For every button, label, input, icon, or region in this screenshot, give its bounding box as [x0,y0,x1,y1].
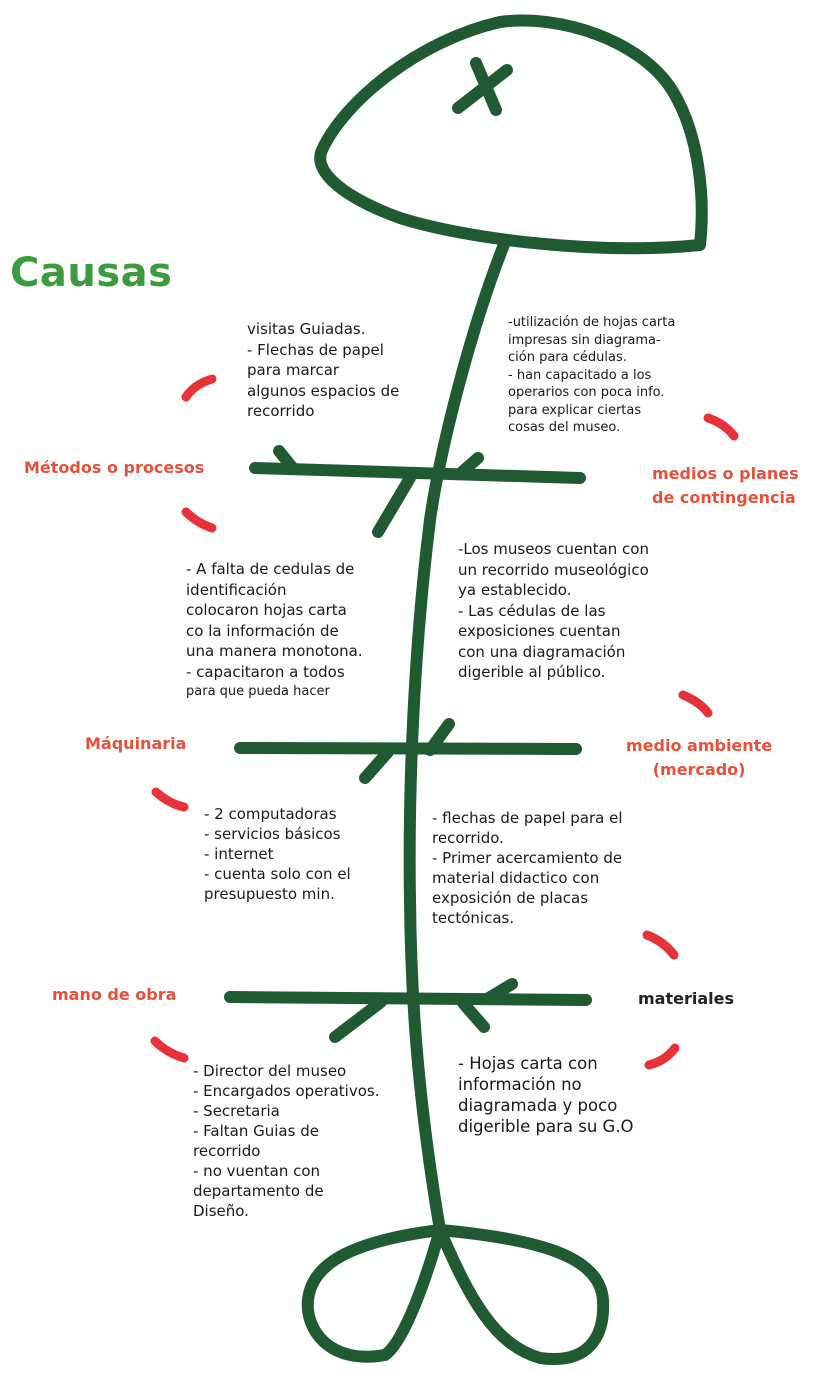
accent-arc-3 [703,413,739,441]
note-medios: -utilización de hojas carta impresas sin… [508,314,675,437]
note-line: - internet [204,845,274,863]
note-mano-de-obra: - Director del museo - Encargados operat… [193,1061,379,1221]
rib-3-diag-a [329,996,387,1043]
note-maquinaria-list: - 2 computadoras - servicios básicos - i… [204,804,351,904]
note-line: identificación [186,580,287,599]
note-line: para que pueda hacer [186,684,330,699]
note-line: - Secretaria [193,1102,280,1120]
note-line: - Flechas de papel [247,340,384,359]
category-medio-ambiente-line-2: (mercado) [652,760,746,779]
note-line: exposiciones cuentan [458,622,621,640]
accent-arc-2 [181,507,217,533]
note-materiales: - Hojas carta con información no diagram… [458,1053,634,1137]
note-line: con una diagramación [458,642,626,661]
note-line: tectónicas. [432,909,515,927]
diagram-title: Causas [10,250,173,296]
note-line: - Hojas carta con [458,1054,598,1073]
category-metodos: Métodos o procesos [24,458,205,477]
note-line: colocaron hojas carta [186,601,347,619]
note-line: -Los museos cuentan con [458,540,649,558]
note-line: - Faltan Guias de [193,1122,319,1140]
accent-arc-6 [642,930,679,960]
category-maquinaria: Máquinaria [85,734,187,753]
category-mano-de-obra: mano de obra [52,985,177,1004]
note-line: - A falta de cedulas de [186,560,355,578]
note-line: ción para cédulas. [508,350,627,365]
note-line: digerible al público. [458,663,606,681]
note-line: un recorrido museológico [458,560,649,579]
note-line: - 2 computadoras [204,805,337,823]
note-line: - flechas de papel para el [432,809,623,827]
accent-arc-8 [644,1043,680,1070]
fish-eye [452,57,513,116]
note-line: información no [458,1075,582,1094]
note-line: - servicios básicos [204,825,341,843]
note-line: recorrido [247,402,315,420]
note-line: - Director del museo [193,1062,347,1080]
rib-3 [224,991,592,1006]
fish-tail-left [301,1224,446,1363]
note-line: -utilización de hojas carta [508,315,676,330]
rib-1-tick-a [273,445,298,473]
note-line: presupuesto min. [204,885,335,903]
note-line: - cuenta solo con el [204,865,351,883]
note-line: recorrido. [432,829,504,847]
rib-1-diag [372,472,416,538]
note-line: operarios con poca info. [508,385,665,400]
note-line: co la información de [186,621,339,640]
note-line: cosas del museo. [508,420,621,435]
note-line: departamento de [193,1182,324,1200]
note-line: - han capacitado a los [508,367,652,383]
note-line: - no vuentan con [193,1162,321,1180]
category-medio-ambiente-line-1: medio ambiente [626,736,773,755]
category-medios: medios o planes de contingencia [652,462,799,510]
note-line: para explicar ciertas [508,402,642,418]
fish-tail-right [434,1224,610,1366]
note-materiales-top: - flechas de papel para el recorrido. - … [432,808,623,928]
rib-2-tick [424,718,455,756]
note-line: para marcar [247,361,340,379]
note-line: digerible para su G.O [458,1117,634,1136]
note-metodos: visitas Guiadas. - Flechas de papel para… [247,319,399,422]
rib-1 [249,462,586,484]
accent-arc-5 [151,787,189,812]
rib-1-tick-b [456,452,484,478]
note-line: diagramada y poco [458,1096,618,1115]
fish-spine [403,236,511,1236]
note-line: material didactico con [432,869,600,887]
note-line: - capacitaron a todos [186,662,345,681]
note-medio-ambiente: -Los museos cuentan con un recorrido mus… [458,539,649,683]
note-line: Diseño. [193,1202,249,1220]
accent-arc-4 [678,690,713,718]
accent-arc-1 [181,374,217,402]
rib-3-diag-b [457,997,490,1033]
note-line: - Encargados operativos. [193,1082,380,1100]
note-line: - Primer acercamiento de [432,849,623,867]
note-line: algunos espacios de [247,381,400,400]
rib-3-diag-c [481,978,518,1005]
accent-arc-7 [150,1036,189,1063]
note-line: una manera monotona. [186,642,363,660]
fish-head [314,14,708,255]
note-line: exposición de placas [432,889,589,907]
category-medios-line-2: de contingencia [652,488,796,507]
note-maquinaria: - A falta de cedulas de identificación c… [186,559,363,703]
rib-2 [234,742,582,755]
note-line: recorrido [193,1142,261,1160]
category-medios-line-1: medios o planes [652,464,799,483]
category-medio-ambiente: medio ambiente (mercado) [626,734,772,782]
note-line: - Las cédulas de las [458,601,606,620]
rib-2-diag [359,746,394,784]
note-line: impresas sin diagrama- [508,332,661,348]
note-line: visitas Guiadas. [247,320,366,338]
note-line: ya establecido. [458,581,572,599]
category-materiales: materiales [638,989,734,1008]
